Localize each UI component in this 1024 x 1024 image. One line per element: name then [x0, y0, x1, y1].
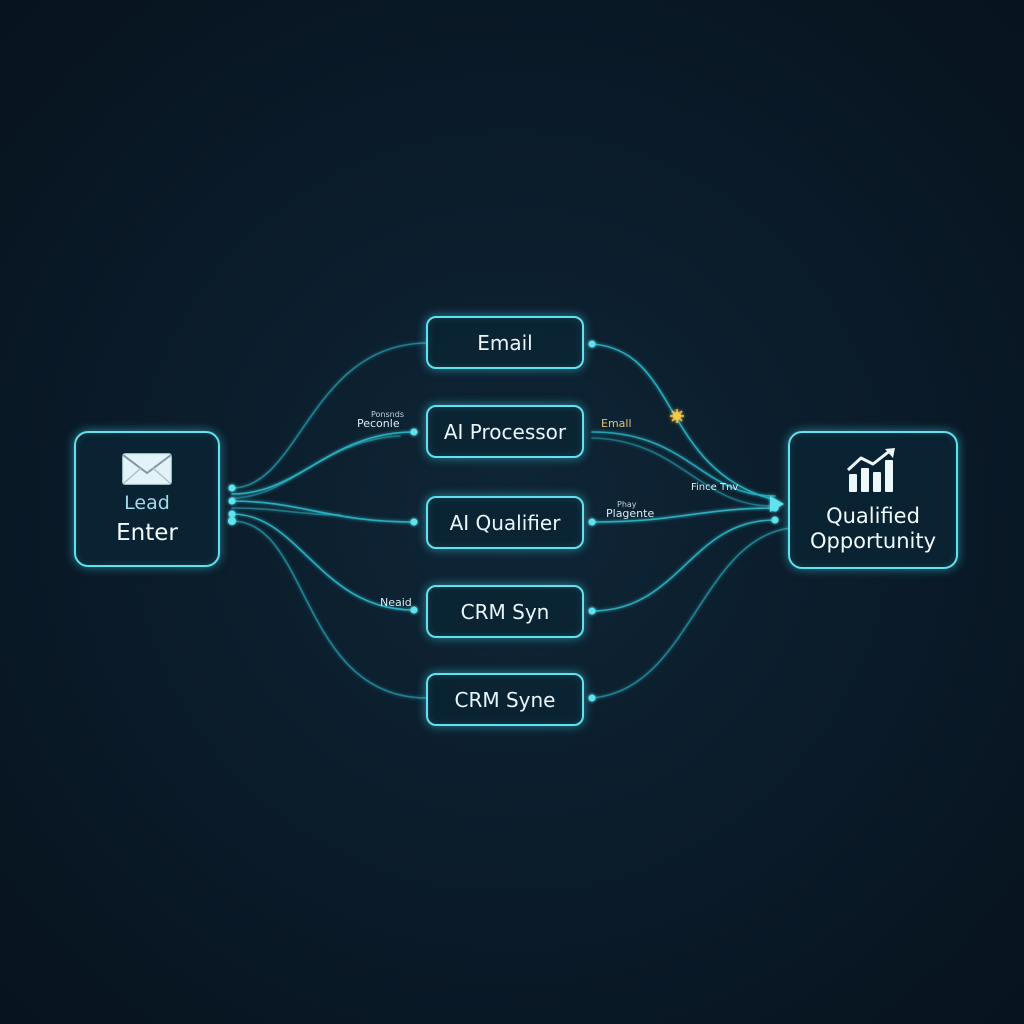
step-label: AI Processor [443, 419, 567, 444]
port-dot [410, 606, 418, 614]
edge-label-crm-in: Neaid [380, 596, 412, 609]
port-dot [588, 694, 596, 702]
port-dot [228, 497, 236, 505]
wire-lead-to-crm-syne [231, 520, 427, 699]
wire-lead-to-email [231, 342, 427, 489]
wire-processor-to-target [591, 431, 776, 497]
arrow-head-icon [770, 496, 784, 512]
target-title-line2: Opportunity [809, 529, 937, 553]
step-crm-syne-node[interactable]: CRM Syne [426, 673, 584, 726]
edge-label-processor-top: Ponsnds [371, 410, 404, 419]
qualified-opportunity-node[interactable]: Qualified Opportunity [788, 431, 958, 569]
wire-lead-to-processor [231, 431, 415, 495]
wire-qualifier-to-target [591, 507, 776, 523]
wire-lead-to-qualifier-2 [231, 507, 341, 516]
envelope-icon [122, 453, 172, 485]
wire-lead-to-qualifier [231, 500, 415, 523]
step-label: CRM Syn [460, 599, 550, 624]
step-crm-syn-node[interactable]: CRM Syn [426, 585, 584, 638]
wire-lead-to-crm-syn [231, 513, 415, 611]
step-ai-qualifier-node[interactable]: AI Qualifier [426, 496, 584, 549]
lead-title: Enter [116, 520, 178, 546]
step-ai-processor-node[interactable]: AI Processor [426, 405, 584, 458]
gear-spark-icon [670, 409, 684, 423]
port-dot [410, 428, 418, 436]
lead-subtitle: Lead [124, 492, 170, 514]
port-dot [410, 518, 418, 526]
port-dot [228, 517, 236, 525]
step-email-node[interactable]: Email [426, 316, 584, 369]
edge-label-processor-out: Emall [601, 417, 632, 430]
bar-chart-growth-icon [846, 448, 895, 492]
edge-label-target-in: Fince Tnv [691, 482, 739, 493]
step-label: AI Qualifier [449, 510, 561, 535]
edge-label-processor-in: Peconle [357, 417, 400, 430]
wire-processor-to-target-2 [591, 437, 773, 507]
step-label: CRM Syne [454, 687, 556, 712]
port-dot [588, 607, 596, 615]
wire-crm-syne-to-target [591, 527, 791, 699]
port-dot [588, 518, 596, 526]
step-label: Email [477, 330, 533, 355]
target-title-line1: Qualified [826, 504, 920, 528]
port-dot [228, 484, 236, 492]
edge-label-qualifier-out: Plagente [606, 507, 655, 520]
port-dot [588, 340, 596, 348]
port-dot [228, 510, 236, 518]
port-dot [771, 516, 779, 524]
edge-label-qualifier-top: Phay [617, 500, 637, 509]
wire-lead-to-processor-2 [231, 435, 401, 499]
lead-enter-node[interactable]: Lead Enter [74, 431, 220, 567]
wire-crm-syn-to-target [591, 519, 776, 612]
